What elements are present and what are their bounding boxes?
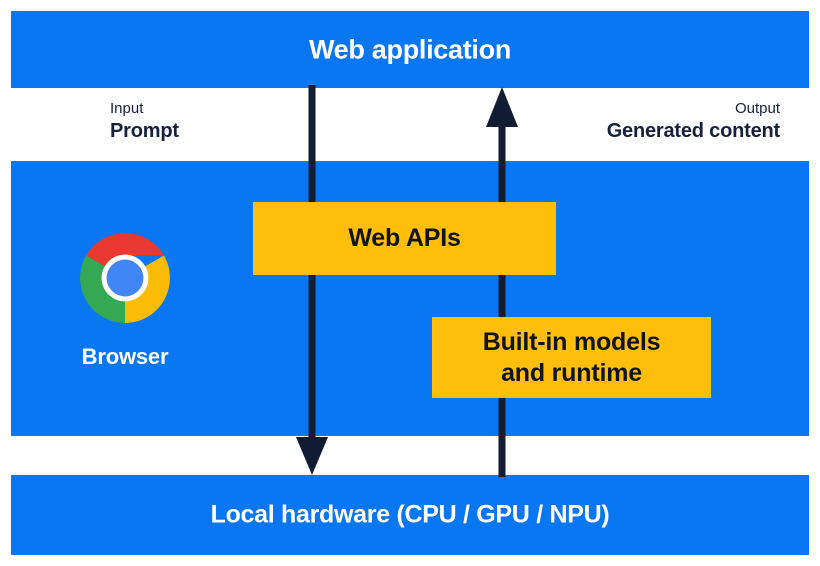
input-value-text: Prompt (110, 119, 179, 142)
output-value-text: Generated content (606, 119, 781, 142)
arrow-up-output-icon (486, 87, 518, 477)
built-in-models-line1: Built-in models (482, 328, 661, 356)
chrome-red-wedge (86, 233, 164, 267)
band-web-application: Web application (11, 11, 809, 88)
box-web-apis[interactable]: Web APIs (253, 202, 556, 275)
chrome-blue-core (106, 259, 144, 297)
box-built-in-models[interactable]: Built-in models and runtime (432, 317, 711, 398)
built-in-models-label: Built-in models and runtime (483, 327, 661, 388)
input-kind-text: Input (110, 100, 144, 117)
band-local-hardware: Local hardware (CPU / GPU / NPU) (11, 475, 809, 555)
chrome-logo-icon (80, 233, 170, 323)
input-flow-label: Input Prompt (110, 100, 179, 144)
arrow-down-input-icon (296, 85, 328, 475)
local-hardware-label: Local hardware (CPU / GPU / NPU) (210, 500, 610, 529)
output-kind-text: Output (734, 100, 780, 117)
built-in-models-line2: and runtime (501, 358, 642, 387)
browser-caption-label: Browser (81, 344, 169, 369)
web-apis-label: Web APIs (348, 224, 461, 253)
chrome-green-wedge (80, 255, 125, 323)
chrome-yellow-wedge (125, 255, 170, 323)
web-application-label: Web application (308, 34, 512, 64)
output-flow-label: Output Generated content (606, 100, 781, 144)
